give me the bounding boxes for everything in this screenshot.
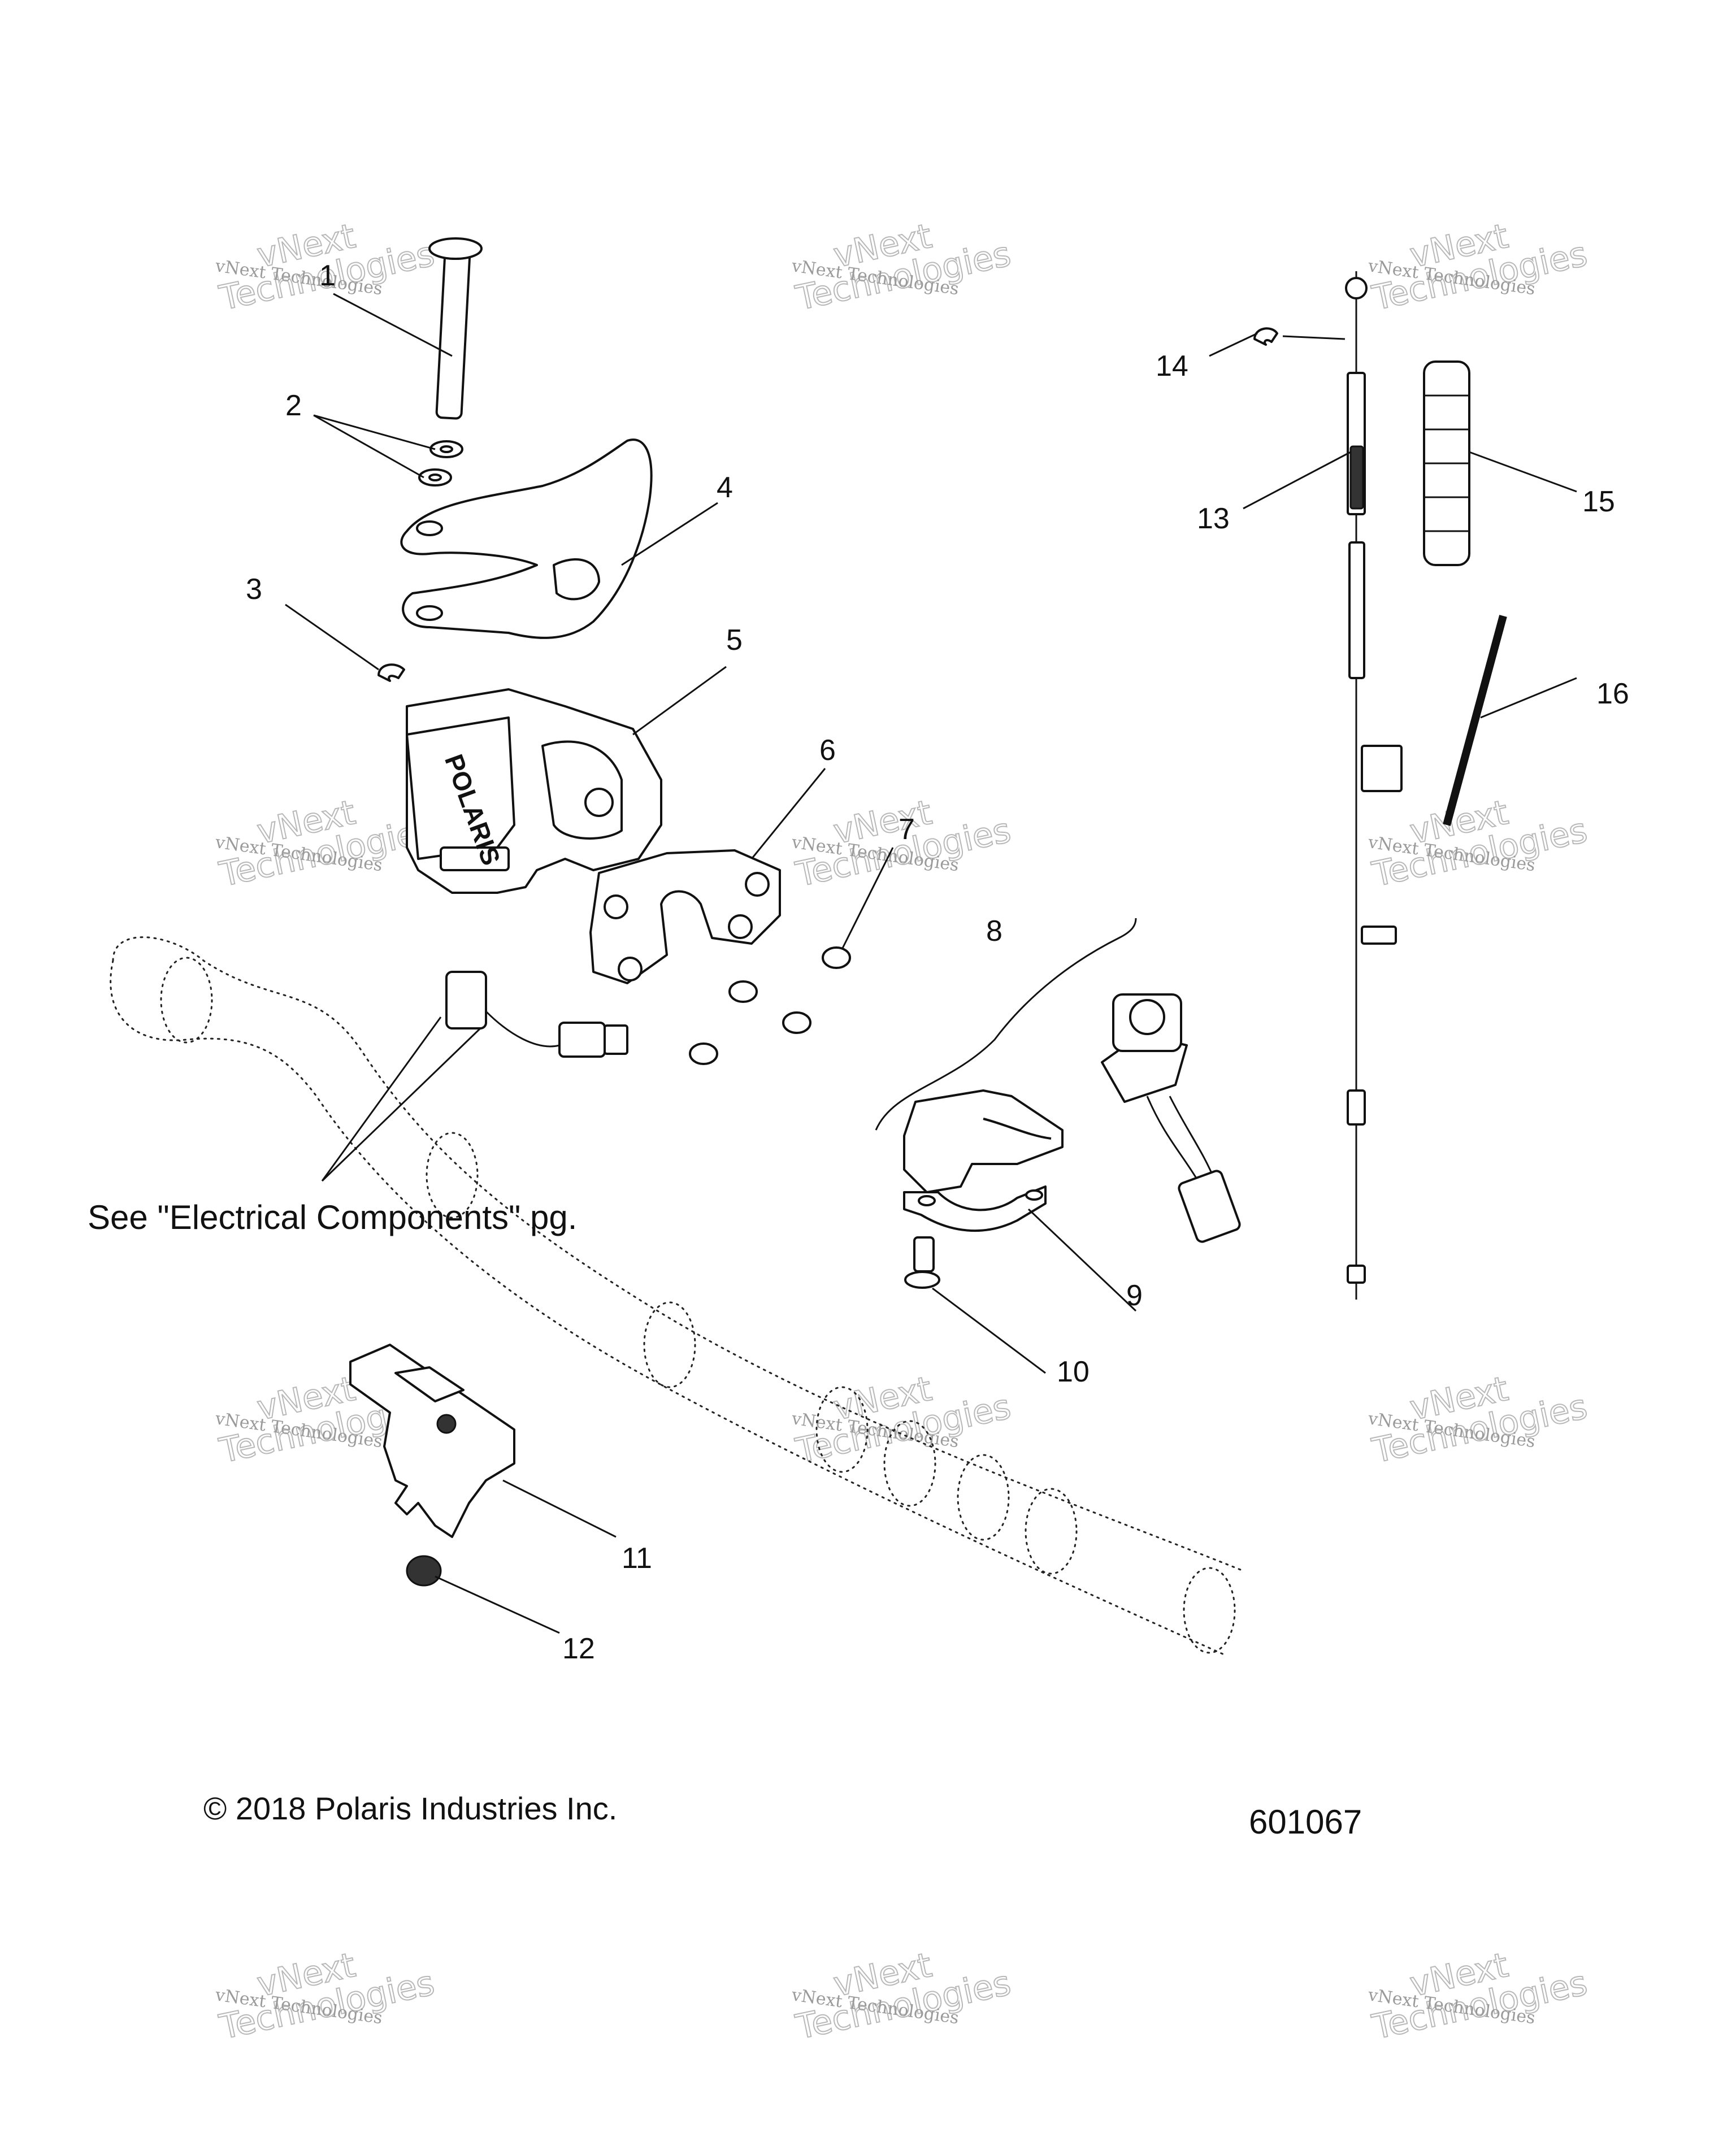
electrical-components-note: See "Electrical Components" pg. xyxy=(88,1198,577,1236)
callout-9: 9 xyxy=(1126,1279,1143,1312)
pin-part-1 xyxy=(428,237,483,420)
cable-tie-part-16 xyxy=(1443,615,1507,826)
callout-3: 3 xyxy=(246,573,262,606)
callout-8: 8 xyxy=(986,915,1002,948)
callout-12: 12 xyxy=(562,1632,595,1665)
watermark: Technologies vNext vNext Technologies xyxy=(1366,216,1591,319)
switch-connector xyxy=(445,971,628,1058)
set-screw-part-12 xyxy=(406,1555,442,1587)
watermark: Technologies vNext vNext Technologies xyxy=(790,1945,1015,2048)
callout-4: 4 xyxy=(717,471,733,504)
throttle-assembly-part-8 xyxy=(875,918,1241,1243)
bolt-part-10 xyxy=(904,1236,940,1289)
clamp-part-6 xyxy=(589,849,781,984)
callout-11: 11 xyxy=(622,1542,652,1575)
copyright-text: © 2018 Polaris Industries Inc. xyxy=(203,1791,617,1826)
callout-1: 1 xyxy=(319,259,336,292)
watermark: Technologies vNext vNext Technologies xyxy=(214,792,439,895)
clip-part-3 xyxy=(377,663,405,682)
bracket-part-4 xyxy=(400,438,653,639)
watermark: Technologies vNext vNext Technologies xyxy=(1366,792,1591,895)
callouts: 1 2 3 4 5 6 7 8 9 10 11 12 13 14 15 16 xyxy=(246,259,1629,1665)
callout-15: 15 xyxy=(1582,485,1615,518)
watermark: Technologies vNext vNext Technologies xyxy=(790,1369,1015,1471)
callout-2: 2 xyxy=(285,389,302,422)
callout-16: 16 xyxy=(1596,677,1629,710)
leader-lines xyxy=(285,293,1577,1634)
callout-14: 14 xyxy=(1156,350,1188,383)
clamp-ring-part-9 xyxy=(903,1185,1047,1232)
screws-part-7 xyxy=(689,946,851,1065)
lower-housing-part-11 xyxy=(349,1344,515,1538)
washers-part-2 xyxy=(418,440,463,486)
watermark: Technologies vNext vNext Technologies xyxy=(1366,1945,1591,2048)
housing-part-5: POLARIS xyxy=(406,688,662,894)
handlebar-phantom xyxy=(110,936,1244,1657)
callout-7: 7 xyxy=(899,813,915,846)
callout-6: 6 xyxy=(819,734,836,767)
e-clip-part-14 xyxy=(1253,327,1278,346)
watermark: Technologies vNext vNext Technologies xyxy=(790,216,1015,319)
callout-5: 5 xyxy=(726,624,743,657)
callout-10: 10 xyxy=(1057,1356,1090,1388)
sleeve-part-15 xyxy=(1423,360,1470,566)
callout-13: 13 xyxy=(1197,502,1230,535)
watermark: Technologies vNext vNext Technologies xyxy=(214,1945,439,2048)
watermark: Technologies vNext vNext Technologies xyxy=(1366,1369,1591,1471)
watermark: Technologies vNext vNext Technologies xyxy=(214,216,439,319)
throttle-cable-part-13 xyxy=(1345,271,1403,1300)
figure-number: 601067 xyxy=(1249,1803,1362,1841)
watermarks: Technologies vNext vNext Technologies Te… xyxy=(214,216,1591,2048)
